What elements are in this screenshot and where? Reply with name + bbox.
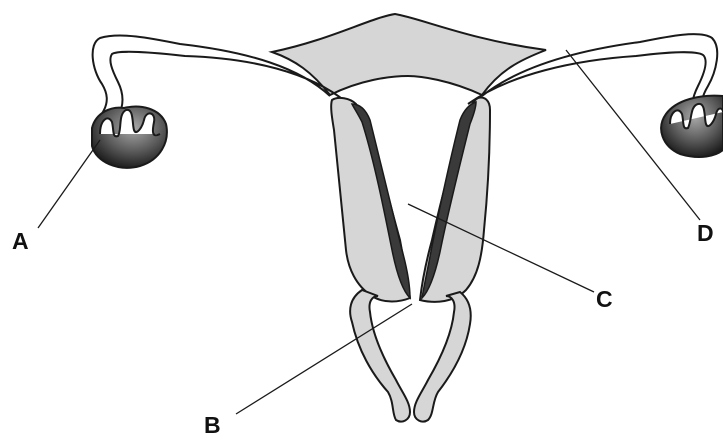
label-a: A [12,230,29,253]
cervix-right [414,292,471,422]
cervix-left [350,290,410,422]
label-d: D [697,222,714,245]
pointer-line-a [38,140,100,228]
label-b: B [204,414,221,437]
label-c: C [596,288,613,311]
right-ovary [661,96,723,157]
